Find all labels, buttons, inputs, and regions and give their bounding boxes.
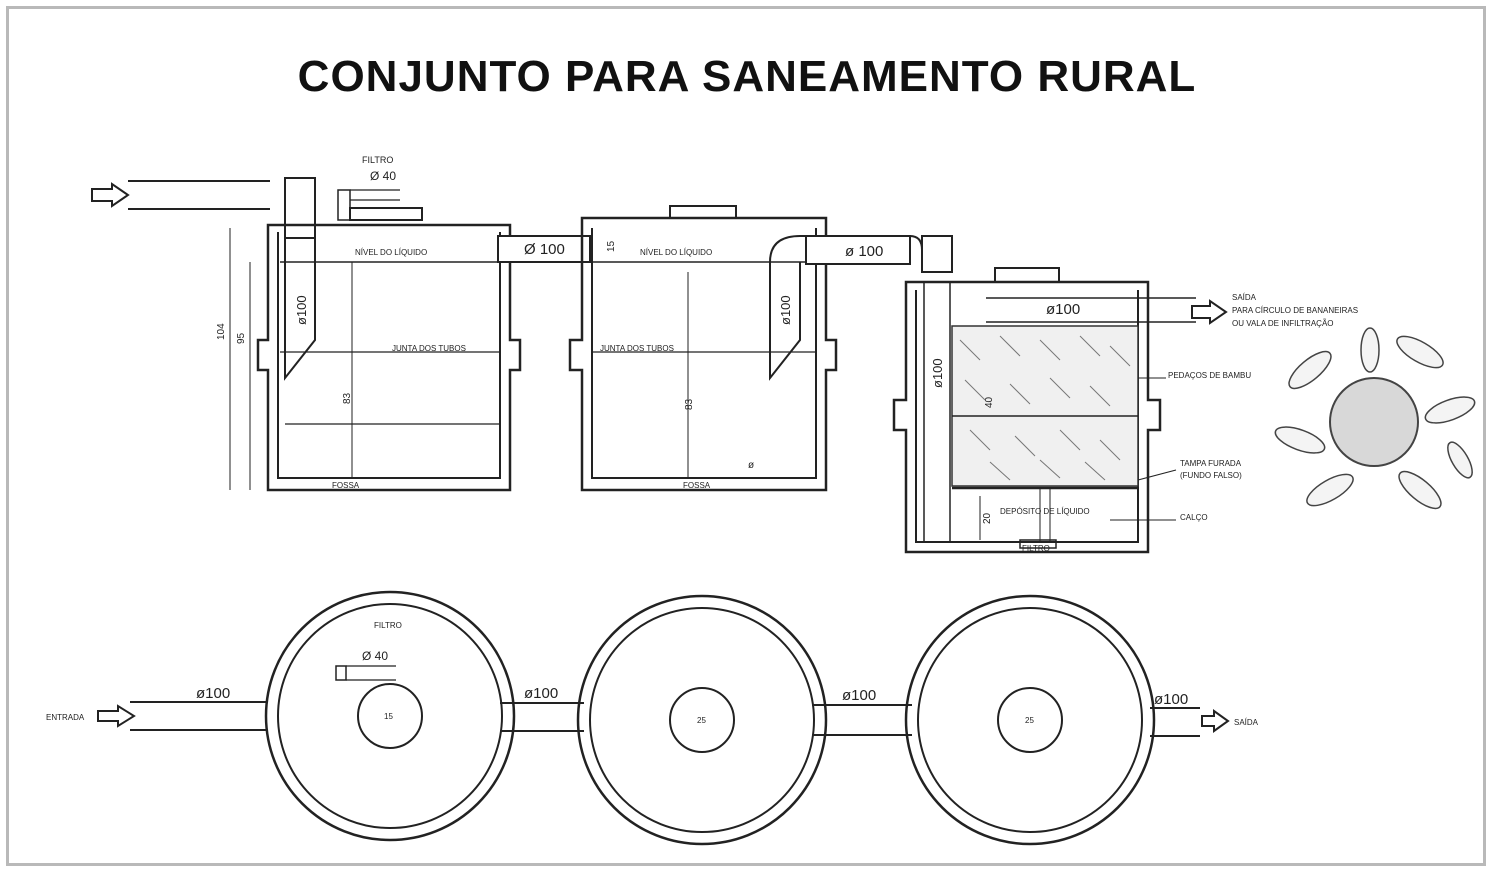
section-view: FILTRO Ø 40 NÍVEL DO LÍQUIDO NÍVEL DO LÍ… — [91, 155, 1476, 554]
saida-arrow-icon — [1201, 709, 1230, 733]
saida-label: SAÍDA — [1234, 718, 1259, 727]
filtro-diameter: Ø 40 — [370, 169, 396, 183]
liquid-level-label-1: NÍVEL DO LÍQUIDO — [355, 248, 427, 257]
outlet-label-line-2: PARA CÍRCULO DE BANANEIRAS — [1232, 306, 1358, 315]
plan-tank-3 — [904, 594, 1156, 846]
fossa-label-1: FOSSA — [332, 481, 360, 490]
banana-plant-illustration — [1274, 327, 1476, 510]
filtro-label: FILTRO — [362, 155, 393, 165]
vertical-pipe-diameter-2: ø100 — [778, 295, 793, 325]
pipe-diameter-label-3: ø100 — [1046, 301, 1080, 318]
dimension-20: 20 — [982, 512, 993, 524]
outlet-label-line-3: OU VALA DE INFILTRAÇÃO — [1232, 319, 1334, 328]
dimension-83-tank1: 83 — [342, 392, 353, 404]
entrada-arrow-icon — [97, 704, 136, 728]
liquid-deposit-label: DEPÓSITO DE LÍQUIDO — [1000, 507, 1090, 516]
dimension-83-tank2: 83 — [684, 398, 695, 410]
plan-center-diameter-3: 25 — [1025, 716, 1034, 725]
perforated-lid-label: TAMPA FURADA — [1180, 459, 1242, 468]
plan-pipe-diameter-2: ø100 — [524, 685, 558, 702]
outlet-arrow-icon — [1191, 299, 1228, 325]
dimension-marker: ø — [748, 460, 754, 471]
shim-label: CALÇO — [1180, 513, 1208, 522]
plan-filtro-diameter: Ø 40 — [362, 649, 388, 663]
plan-pipe-diameter-1: ø100 — [196, 685, 230, 702]
bamboo-fill — [951, 325, 1139, 487]
plan-center-diameter-1: 15 — [384, 712, 393, 721]
dimension-40: 40 — [984, 396, 995, 408]
dimension-95: 95 — [236, 332, 247, 344]
plan-view: FILTRO Ø 40 ENTRADA SAÍDA ø100 ø100 ø100… — [46, 590, 1259, 846]
entrada-label: ENTRADA — [46, 713, 85, 722]
bamboo-pieces-label: PEDAÇOS DE BAMBU — [1168, 371, 1251, 380]
plan-center-diameter-2: 25 — [697, 716, 706, 725]
pipe-joint-label-1: JUNTA DOS TUBOS — [392, 344, 466, 353]
pipe-diameter-label-1: Ø 100 — [524, 241, 565, 258]
page-title: CONJUNTO PARA SANEAMENTO RURAL — [297, 52, 1197, 101]
fossa-label-2: FOSSA — [683, 481, 711, 490]
drawing-frame — [6, 6, 1486, 866]
pipe-joint-label-2: JUNTA DOS TUBOS — [600, 344, 674, 353]
tank-1 — [229, 177, 522, 492]
liquid-level-label-2: NÍVEL DO LÍQUIDO — [640, 248, 712, 257]
plan-filtro-label: FILTRO — [374, 621, 402, 630]
false-bottom-label: (FUNDO FALSO) — [1180, 471, 1242, 480]
vertical-pipe-diameter-1: ø100 — [294, 295, 309, 325]
tank-2 — [568, 205, 838, 492]
pipe-diameter-label-2: ø 100 — [845, 243, 883, 260]
dimension-15: 15 — [606, 240, 617, 252]
plan-tank-2 — [576, 594, 828, 846]
plan-pipe-diameter-4: ø100 — [1154, 691, 1188, 708]
filtro-bottom-label: FILTRO — [1022, 544, 1050, 553]
tank-3-filter — [892, 267, 1228, 554]
dimension-104: 104 — [216, 323, 227, 340]
outlet-label: SAÍDA — [1232, 293, 1257, 302]
inlet-arrow-icon — [91, 182, 130, 208]
plan-tank-1 — [264, 590, 516, 842]
vertical-pipe-diameter-3: ø100 — [930, 358, 945, 388]
plan-pipe-diameter-3: ø100 — [842, 687, 876, 704]
